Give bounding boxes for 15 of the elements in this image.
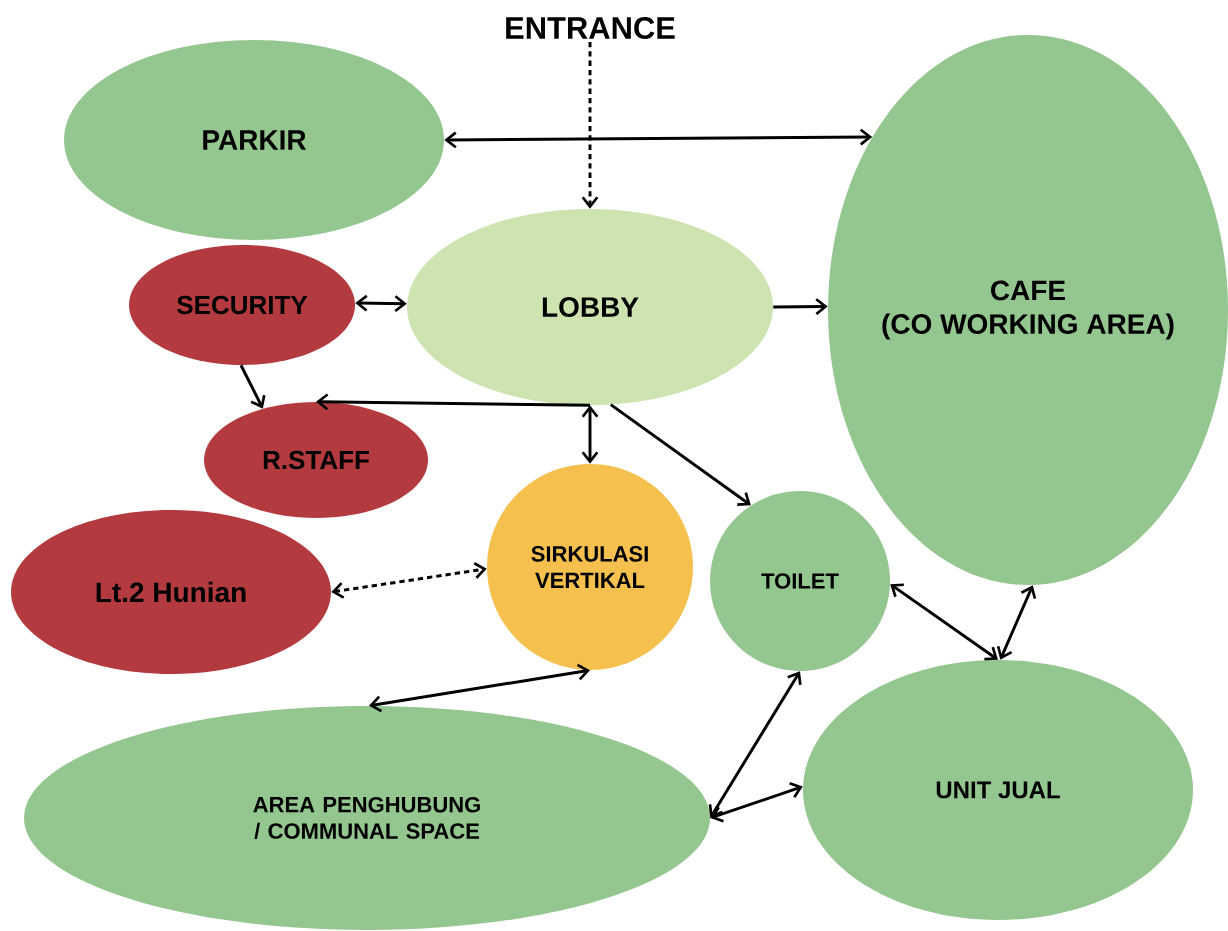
arrow: [710, 782, 803, 823]
arrow: [316, 393, 591, 411]
entrance-label: ENTRANCE: [506, 17, 675, 39]
arrow: [581, 405, 599, 464]
arrow: [239, 364, 266, 409]
arrow: [581, 41, 599, 209]
arrow: [609, 403, 751, 506]
arrow: [708, 671, 802, 818]
arrow: [773, 298, 828, 315]
arrow: [444, 128, 873, 149]
arrow: [355, 294, 407, 313]
arrow: [368, 663, 590, 713]
arrow: [996, 585, 1037, 660]
arrow: [890, 583, 998, 661]
arrow: [331, 562, 487, 599]
